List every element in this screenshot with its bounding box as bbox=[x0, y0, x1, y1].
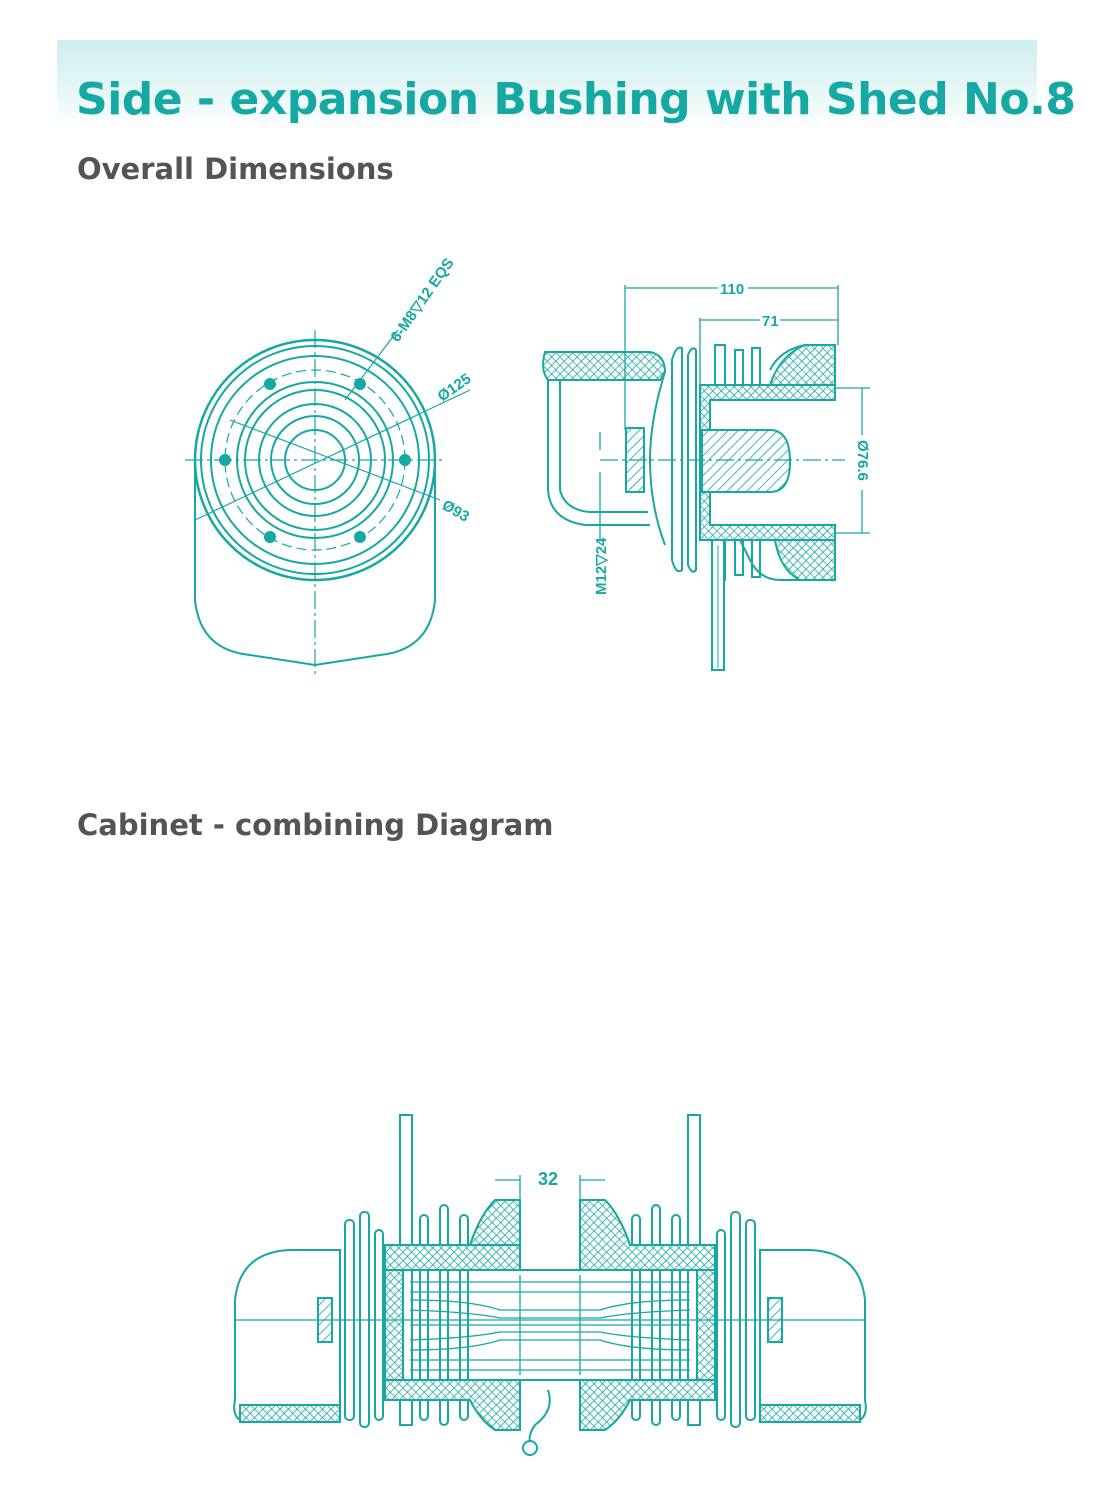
section-heading-overall-dimensions: Overall Dimensions bbox=[77, 152, 394, 186]
outer-diameter-label: Ø125 bbox=[435, 370, 475, 405]
total-length-label: 110 bbox=[720, 281, 744, 298]
title-banner bbox=[57, 40, 1037, 130]
shed-length-label: 71 bbox=[762, 313, 779, 330]
page-title: Side - expansion Bushing with Shed No.8 bbox=[76, 74, 1076, 125]
section-heading-cabinet-diagram: Cabinet - combining Diagram bbox=[77, 808, 554, 842]
thread-label: M12▽24 bbox=[593, 537, 610, 595]
cabinet-combining-drawing bbox=[233, 1114, 867, 1456]
gap-dimension-label: 32 bbox=[538, 1169, 558, 1189]
inner-diameter-label: Ø93 bbox=[439, 497, 472, 526]
side-view-drawing bbox=[542, 285, 870, 671]
bore-diameter-label: Ø76.6 bbox=[854, 440, 871, 481]
holes-dimension-label: 6-M8▽12 EQS bbox=[387, 255, 457, 345]
front-view-drawing bbox=[185, 329, 471, 678]
